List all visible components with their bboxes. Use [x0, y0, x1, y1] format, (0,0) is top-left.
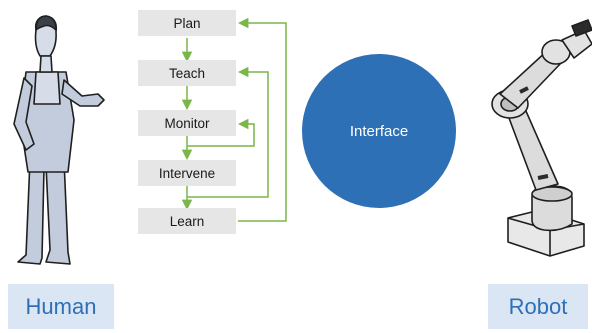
step-plan: Plan: [138, 10, 236, 36]
human-worker-icon: [13, 15, 105, 265]
step-label: Learn: [170, 214, 205, 229]
step-teach: Teach: [138, 60, 236, 86]
robot-badge: Robot: [488, 284, 588, 329]
step-list: Plan Teach Monitor Intervene Learn: [138, 10, 236, 234]
human-label: Human: [25, 293, 97, 319]
loop-to-teach: [187, 66, 269, 198]
interface-hub: Interface: [302, 54, 456, 208]
step-intervene: Intervene: [138, 160, 236, 186]
step-learn: Learn: [138, 208, 236, 234]
step-label: Plan: [173, 16, 200, 31]
robot-label: Robot: [508, 293, 568, 319]
step-label: Intervene: [159, 166, 215, 181]
interface-label: Interface: [350, 123, 408, 140]
flow-arrows: [181, 17, 287, 222]
human-badge: Human: [8, 284, 114, 329]
step-monitor: Monitor: [138, 110, 236, 136]
robot-arm-icon: [491, 19, 592, 257]
step-label: Teach: [169, 66, 205, 81]
loop-to-plan: [237, 17, 287, 222]
step-label: Monitor: [164, 116, 210, 131]
loop-to-monitor: [187, 118, 255, 147]
